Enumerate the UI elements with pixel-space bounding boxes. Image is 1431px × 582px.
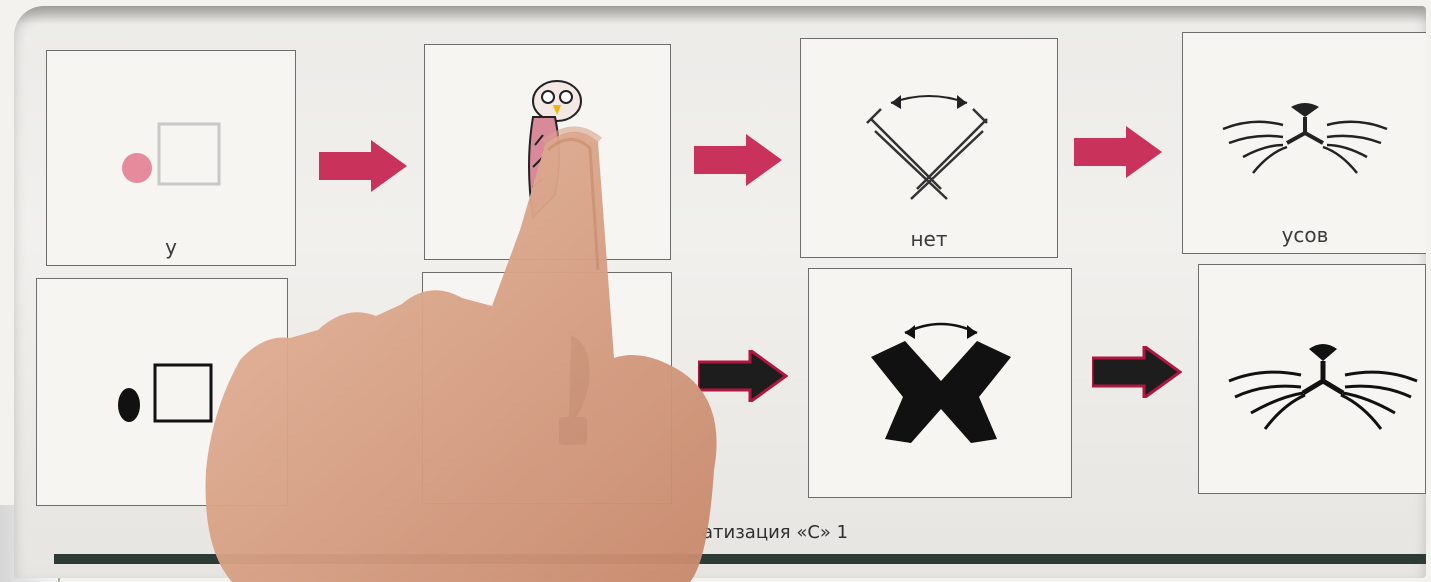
hand	[0, 0, 1431, 582]
